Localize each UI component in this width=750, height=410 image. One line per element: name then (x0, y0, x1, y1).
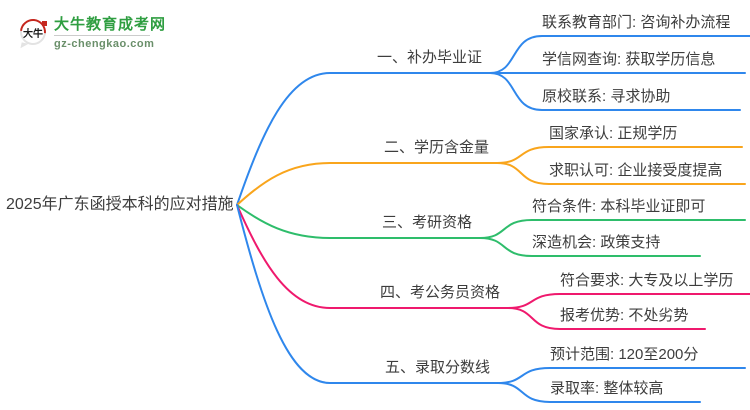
branch-3-item-1-label: 符合条件: 本科毕业证即可 (532, 198, 706, 215)
branch-4-item-1-label: 符合要求: 大专及以上学历 (560, 272, 734, 289)
logo-red-seal (42, 21, 47, 26)
branch-1-item-1-line (489, 35, 750, 74)
branch-1-item-3-line (489, 72, 741, 111)
branch-2-item-2-label: 求职认可: 企业接受度提高 (549, 162, 723, 179)
logo-text-block: 大牛教育成考网 gz-chengkao.com (54, 16, 166, 50)
branch-5-item-2-line (497, 382, 701, 403)
branch-1-item-2-label: 学信网查询: 获取学历信息 (542, 51, 716, 68)
branch-5-item-1-label: 预计范围: 120至200分 (550, 346, 699, 363)
logo-site-url: gz-chengkao.com (54, 38, 155, 50)
branch-5-label: 五、录取分数线 (384, 359, 490, 376)
logo-site-name: 大牛教育成考网 (54, 16, 167, 33)
site-logo: 大牛 大牛教育成考网 gz-chengkao.com (14, 13, 166, 51)
branch-3-line (236, 204, 481, 239)
branch-1-item-3-label: 原校联系: 寻求协助 (542, 88, 671, 105)
branch-1-item-1-label: 联系教育部门: 咨询补办流程 (542, 14, 731, 31)
branch-4-item-1-line (507, 293, 750, 309)
branch-3-item-1-line (479, 219, 746, 239)
branch-2-item-1-label: 国家承认: 正规学历 (549, 125, 678, 142)
branch-3-item-2-line (479, 237, 701, 257)
logo-icon-text: 大牛 (23, 28, 43, 40)
branch-3-item-2-label: 深造机会: 政策支持 (532, 234, 661, 251)
branch-5-item-2-label: 录取率: 整体较高 (550, 380, 664, 397)
branch-4-line (236, 204, 509, 309)
logo-divider (54, 35, 150, 36)
branch-1-line (236, 72, 491, 206)
branch-2-item-1-line (496, 146, 743, 164)
branch-2-item-2-line (496, 162, 746, 185)
branch-3-label: 三、考研资格 (381, 214, 472, 231)
central-topic: 2025年广东函授本科的应对措施 (6, 196, 234, 213)
branch-4-label: 四、考公务员资格 (379, 284, 500, 301)
branch-5-line (236, 204, 499, 384)
branch-4-item-2-label: 报考优势: 不处劣势 (560, 307, 689, 324)
branch-1-label: 一、补办毕业证 (376, 49, 482, 66)
branch-5-item-1-line (497, 367, 746, 384)
branch-4-item-2-line (507, 307, 706, 330)
branch-2-label: 二、学历含金量 (383, 139, 489, 156)
branch-2-line (236, 162, 498, 206)
daniu-logo-icon: 大牛 (14, 13, 52, 51)
